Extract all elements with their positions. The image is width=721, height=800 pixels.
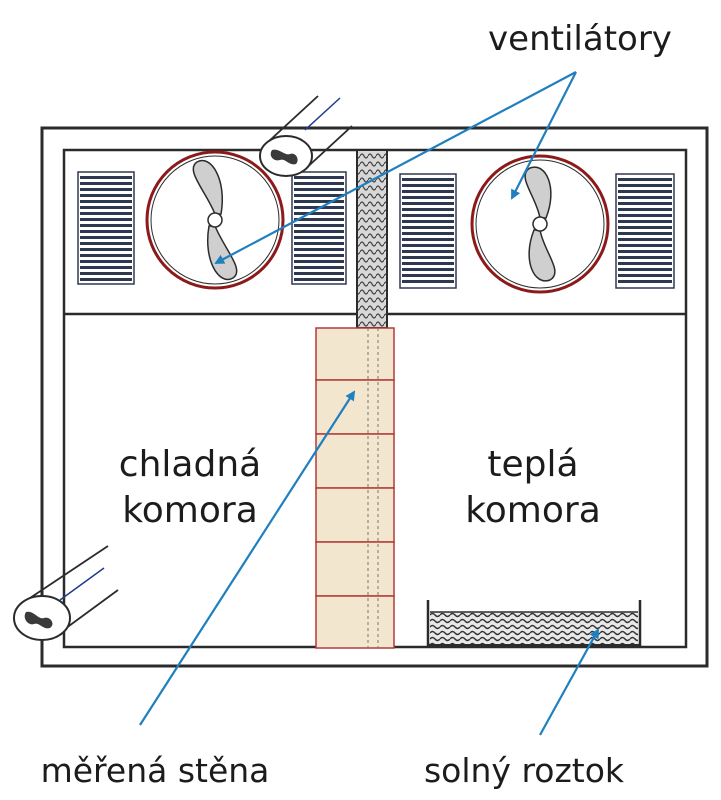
measured-wall bbox=[315, 327, 395, 649]
louver-grille bbox=[399, 173, 457, 289]
fan-icon bbox=[470, 154, 610, 294]
fan-icon bbox=[145, 150, 285, 290]
louver-grille bbox=[77, 171, 135, 285]
louver-grille bbox=[291, 171, 347, 285]
salt-solution-label: solný roztok bbox=[424, 751, 625, 790]
inlet-fan-icon bbox=[13, 545, 119, 641]
arrow-fans-left bbox=[214, 71, 577, 264]
inlet-fan-icon bbox=[259, 95, 353, 177]
louver-grille bbox=[615, 173, 675, 289]
cold-chamber-label-line1: chladná bbox=[119, 444, 261, 485]
insulated-divider bbox=[356, 149, 388, 329]
annotation-arrows bbox=[139, 71, 599, 736]
measured-wall-label: měřená stěna bbox=[41, 751, 270, 790]
salt-solution-tray bbox=[426, 600, 642, 647]
arrow-measured-wall bbox=[139, 390, 356, 726]
cold-chamber-label-line2: komora bbox=[122, 490, 258, 531]
arrow-salt-solution bbox=[539, 628, 599, 736]
arrow-fans-right bbox=[511, 71, 577, 200]
fans-label: ventilátory bbox=[488, 19, 672, 59]
warm-chamber-label-line2: komora bbox=[465, 490, 601, 531]
warm-chamber-label-line1: teplá bbox=[487, 444, 578, 485]
